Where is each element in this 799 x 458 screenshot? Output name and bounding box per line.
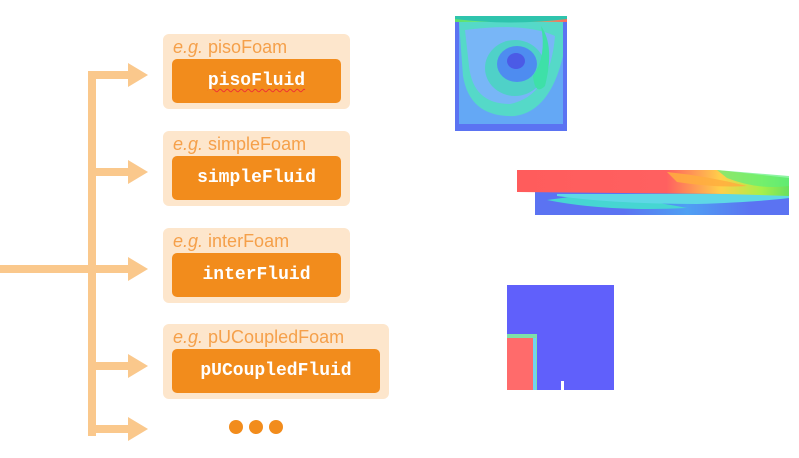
dam-break-contour-icon: [507, 285, 614, 390]
solver-name-box: simpleFluid: [172, 156, 341, 200]
solver-name-box: pUCoupledFluid: [172, 349, 380, 393]
foam-example-label: e.g. pUCoupledFoam: [173, 327, 345, 347]
channel-flow-contour-icon: [517, 170, 789, 215]
solver-card-pucoupled: e.g. pUCoupledFoam pUCoupledFluid: [163, 324, 389, 399]
arrowhead-5: [128, 417, 148, 441]
solver-name-box: pisoFluid: [172, 59, 341, 103]
branch-arrow-2: [92, 168, 132, 176]
ellipsis-dots-icon: [229, 420, 283, 434]
arrowhead-4: [128, 354, 148, 378]
input-line: [0, 265, 91, 273]
branch-arrow-1: [92, 71, 132, 79]
foam-example-label: e.g. pisoFoam: [173, 37, 288, 57]
trunk-line: [88, 71, 96, 436]
foam-example-label: e.g. simpleFoam: [173, 134, 307, 154]
branch-arrow-5: [92, 425, 132, 433]
solver-card-inter: e.g. interFoam interFluid: [163, 228, 350, 303]
solver-card-simple: e.g. simpleFoam simpleFluid: [163, 131, 350, 206]
cavity-flow-contour-icon: [455, 16, 567, 131]
solver-card-piso: e.g. pisoFoam pisoFluid: [163, 34, 350, 109]
foam-example-label: e.g. interFoam: [173, 231, 290, 251]
arrowhead-1: [128, 63, 148, 87]
arrowhead-3: [128, 257, 148, 281]
branch-arrow-4: [92, 362, 132, 370]
solver-name-box: interFluid: [172, 253, 341, 297]
arrowhead-2: [128, 160, 148, 184]
branch-arrow-3: [92, 265, 132, 273]
